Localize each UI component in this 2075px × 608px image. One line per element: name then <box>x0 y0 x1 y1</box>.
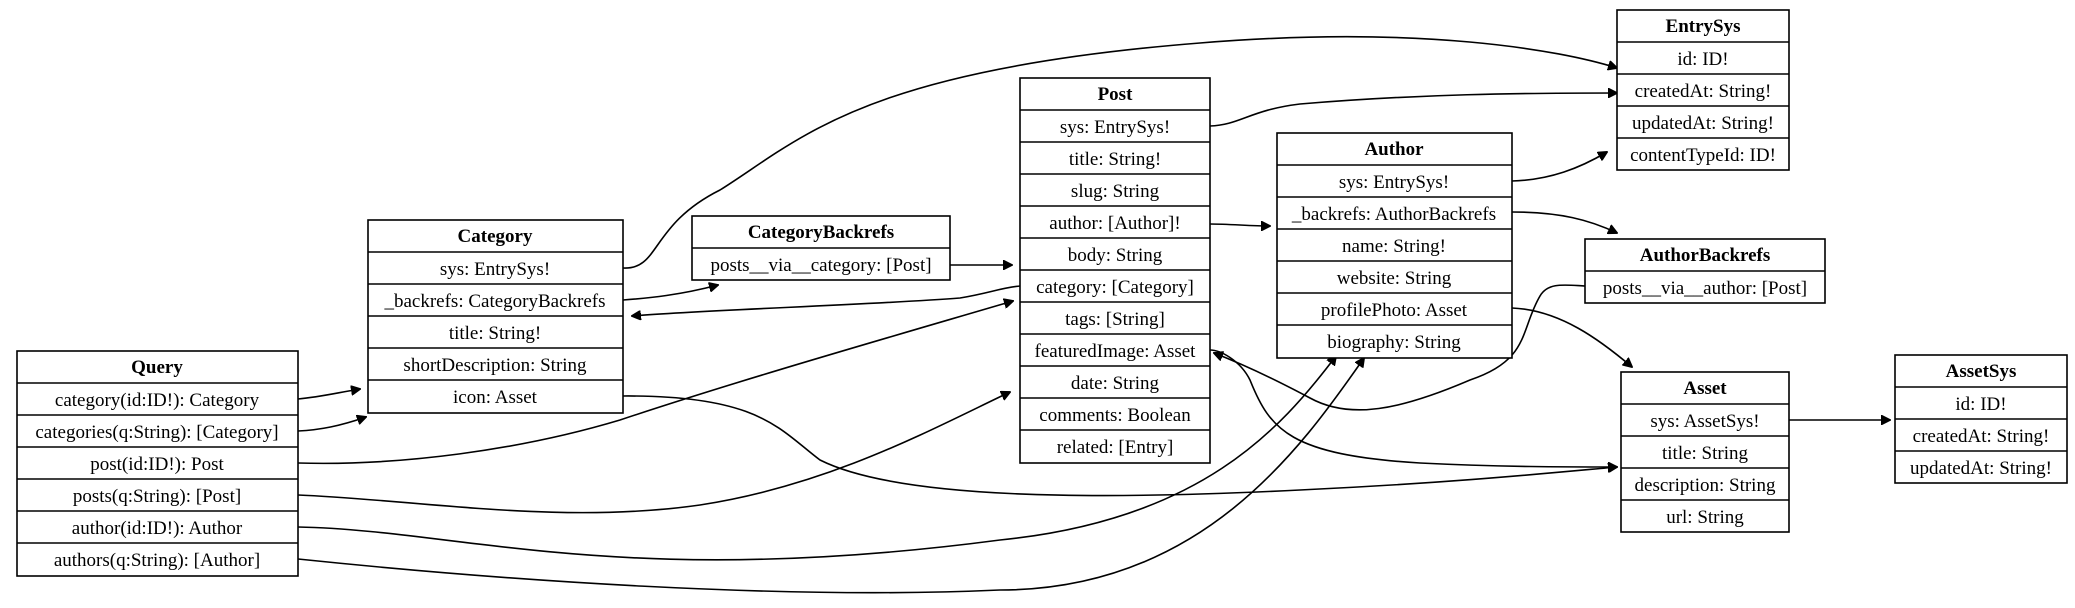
field-post-title: title: String! <box>1069 149 1161 170</box>
field-post-tags: tags: [String] <box>1065 309 1165 330</box>
node-category-title: Category <box>458 226 533 247</box>
field-entrysys-createdat: createdAt: String! <box>1635 81 1772 102</box>
field-entrysys-id: id: ID! <box>1677 49 1728 70</box>
node-query-box <box>16 350 299 577</box>
field-category-sys: sys: EntrySys! <box>440 259 550 280</box>
field-post-slug: slug: String <box>1071 181 1160 202</box>
edge-post-author-to-author <box>1209 224 1270 226</box>
edge-query-authors-to-author <box>297 358 1364 594</box>
field-query-category: category(id:ID!): Category <box>55 390 260 411</box>
field-query-posts: posts(q:String): [Post] <box>73 486 241 507</box>
node-category: Category sys: EntrySys! _backrefs: Categ… <box>367 219 624 414</box>
field-query-author: author(id:ID!): Author <box>72 518 243 539</box>
field-asset-title: title: String <box>1662 443 1749 464</box>
node-query-title: Query <box>131 357 183 378</box>
edge-query-post-to-post <box>297 301 1013 465</box>
edge-category-backrefs-to-categorybackrefs <box>622 285 718 301</box>
node-authorbackrefs: AuthorBackrefs posts__via__author: [Post… <box>1584 238 1826 304</box>
node-author: Author sys: EntrySys! _backrefs: AuthorB… <box>1276 132 1513 359</box>
node-author-box <box>1276 132 1513 359</box>
node-post: Post sys: EntrySys! title: String! slug:… <box>1019 77 1211 464</box>
field-author-profilephoto: profilePhoto: Asset <box>1321 300 1468 321</box>
edge-author-sys-to-entrysys <box>1511 152 1607 182</box>
field-authorbackrefs-posts: posts__via__author: [Post] <box>1603 278 1807 299</box>
field-assetsys-updatedat: updatedAt: String! <box>1910 458 2052 479</box>
node-categorybackrefs: CategoryBackrefs posts__via__category: [… <box>691 215 951 281</box>
field-assetsys-createdat: createdAt: String! <box>1913 426 2050 447</box>
node-asset-title: Asset <box>1683 378 1727 399</box>
edge-author-profilephoto-to-asset <box>1511 307 1632 367</box>
field-post-comments: comments: Boolean <box>1039 405 1191 426</box>
field-entrysys-updatedat: updatedAt: String! <box>1632 113 1774 134</box>
field-asset-sys: sys: AssetSys! <box>1650 411 1759 432</box>
node-categorybackrefs-title: CategoryBackrefs <box>748 222 894 243</box>
field-category-backrefs: _backrefs: CategoryBackrefs <box>383 291 605 312</box>
field-author-name: name: String! <box>1342 236 1446 257</box>
edge-authorbackrefs-to-post <box>1214 284 1586 411</box>
field-post-date: date: String <box>1071 373 1160 394</box>
field-post-author: author: [Author]! <box>1049 213 1180 234</box>
field-category-shortdescription: shortDescription: String <box>403 355 587 376</box>
field-post-featuredimage: featuredImage: Asset <box>1035 341 1197 362</box>
edge-post-sys-to-entrysys <box>1209 93 1617 127</box>
field-author-website: website: String <box>1337 268 1452 289</box>
edge-category-icon-to-asset <box>622 395 1617 497</box>
node-author-title: Author <box>1364 139 1424 160</box>
edges <box>297 35 1890 594</box>
field-query-post: post(id:ID!): Post <box>90 454 224 475</box>
node-assetsys: AssetSys id: ID! createdAt: String! upda… <box>1894 354 2068 484</box>
node-asset-box <box>1620 371 1790 533</box>
field-author-biography: biography: String <box>1327 332 1461 353</box>
field-category-title: title: String! <box>449 323 541 344</box>
field-post-category: category: [Category] <box>1036 277 1194 298</box>
edge-query-author-to-author <box>297 356 1336 561</box>
field-asset-url: url: String <box>1666 507 1744 528</box>
node-assetsys-title: AssetSys <box>1946 361 2017 382</box>
field-category-icon: icon: Asset <box>453 387 538 408</box>
field-query-categories: categories(q:String): [Category] <box>35 422 278 443</box>
field-post-body: body: String <box>1068 245 1163 266</box>
node-entrysys-title: EntrySys <box>1666 16 1741 37</box>
node-post-title: Post <box>1098 84 1134 105</box>
node-authorbackrefs-title: AuthorBackrefs <box>1640 245 1771 266</box>
node-asset: Asset sys: AssetSys! title: String descr… <box>1620 371 1790 533</box>
edge-post-featuredimage-to-asset <box>1209 349 1617 467</box>
edge-post-category-to-category <box>632 285 1021 316</box>
node-query: Query category(id:ID!): Category categor… <box>16 350 299 577</box>
field-post-related: related: [Entry] <box>1057 437 1174 458</box>
node-entrysys: EntrySys id: ID! createdAt: String! upda… <box>1616 9 1790 171</box>
edge-author-backrefs-to-authorbackrefs <box>1511 211 1617 233</box>
field-post-sys: sys: EntrySys! <box>1060 117 1170 138</box>
edge-query-category-to-category <box>297 389 360 400</box>
edge-query-posts-to-post <box>297 392 1010 514</box>
nodes: Query category(id:ID!): Category categor… <box>16 9 2068 577</box>
field-assetsys-id: id: ID! <box>1955 394 2006 415</box>
edge-category-sys-to-entrysys <box>622 35 1617 269</box>
node-entrysys-box <box>1616 9 1790 171</box>
field-query-authors: authors(q:String): [Author] <box>54 550 260 571</box>
field-author-sys: sys: EntrySys! <box>1339 172 1449 193</box>
field-categorybackrefs-posts: posts__via__category: [Post] <box>710 255 931 276</box>
field-entrysys-contenttypeid: contentTypeId: ID! <box>1630 145 1776 166</box>
field-asset-description: description: String <box>1635 475 1776 496</box>
field-author-backrefs: _backrefs: AuthorBackrefs <box>1291 204 1496 225</box>
edge-query-categories-to-category <box>297 417 366 432</box>
